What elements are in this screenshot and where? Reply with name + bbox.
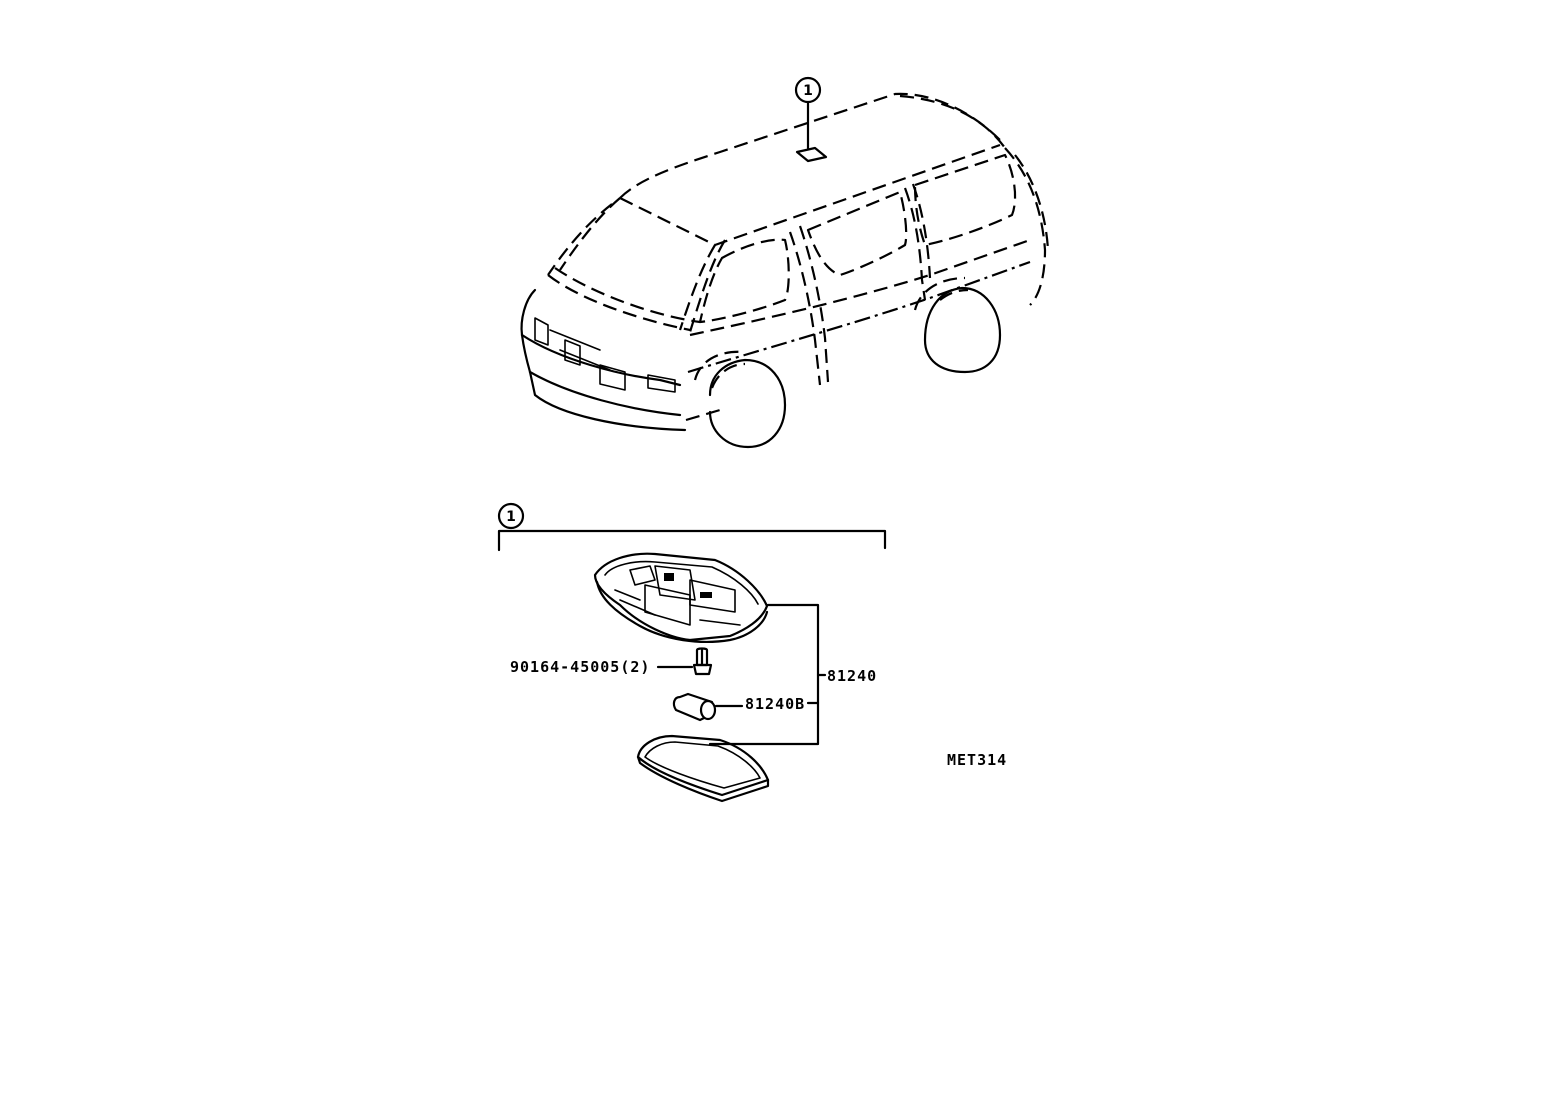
lamp-lens <box>636 734 770 803</box>
roof-callout: 1 <box>794 76 822 150</box>
bulb <box>672 692 744 722</box>
assembly-part-number: 81240 <box>827 667 877 685</box>
lamp-housing <box>593 552 769 643</box>
van-illustration <box>520 92 1050 449</box>
bulb-part-number: 81240B <box>745 695 805 713</box>
diagram-code: MET314 <box>947 751 1007 769</box>
screw-part-number: 90164-45005(2) <box>510 658 650 676</box>
leader-lines <box>708 603 827 746</box>
detail-bracket: 1 <box>497 502 887 552</box>
screw <box>656 647 713 676</box>
detail-callout-number: 1 <box>506 509 516 525</box>
roof-callout-number: 1 <box>803 83 813 99</box>
